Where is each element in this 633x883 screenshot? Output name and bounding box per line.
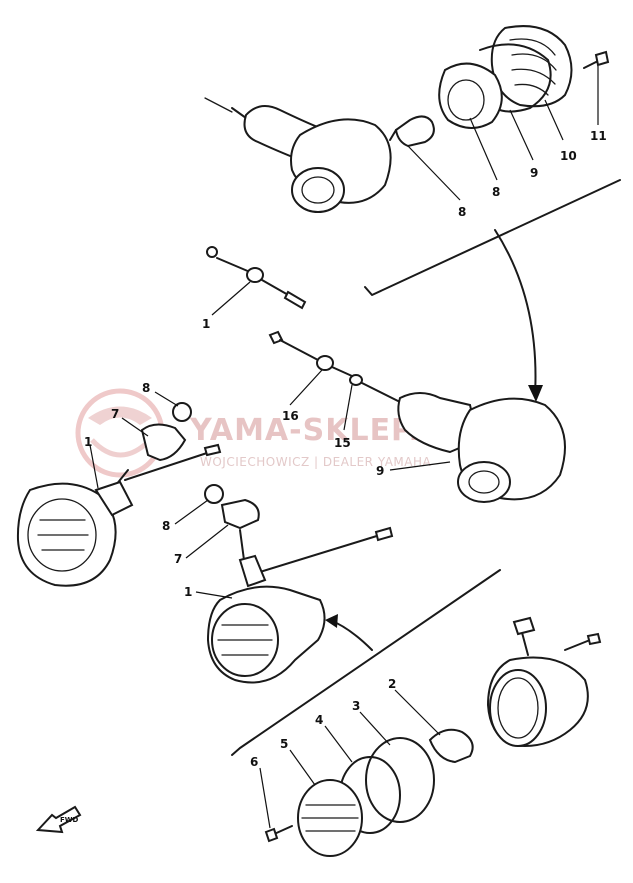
wire-1 — [206, 246, 307, 310]
callout-16: 16 — [282, 409, 299, 423]
callout-14: 11 — [590, 129, 607, 143]
callout-15: 15 — [334, 436, 351, 450]
callout-12: 9 — [530, 166, 538, 180]
callout-8-upper: 8 — [142, 381, 150, 395]
callout-5: 5 — [280, 737, 288, 751]
callout-3: 3 — [352, 699, 360, 713]
top-turn-signal-housing — [204, 97, 392, 213]
callout-2: 2 — [388, 677, 396, 691]
callout-7-upper: 7 — [111, 407, 119, 421]
callout-1-left: 1 — [84, 435, 92, 449]
top-bracket — [364, 179, 621, 402]
callout-1-top: 1 — [202, 317, 210, 331]
callout-1-center: 1 — [184, 585, 192, 599]
callout-4: 4 — [315, 713, 323, 727]
bottom-right-housing — [486, 616, 602, 747]
callout-6: 6 — [250, 755, 258, 769]
middle-turn-signal-housing — [397, 392, 566, 503]
callouts: 8 8 9 10 11 1 16 15 9 8 7 1 8 — [84, 66, 607, 829]
wire-16-15 — [268, 330, 401, 403]
center-lamp-assembly — [204, 484, 394, 684]
callout-9: 9 — [376, 464, 384, 478]
bottom-lens-parts — [264, 728, 474, 857]
callout-7-lower: 7 — [174, 552, 182, 566]
callout-10: 8 — [458, 205, 466, 219]
watermark-sub-text: WOJCIECHOWICZ | DEALER YAMAHA — [200, 455, 432, 469]
top-lens-assembly — [389, 25, 610, 148]
front-marker-label: FWD — [60, 816, 79, 824]
arrow-left-icon — [35, 805, 82, 834]
callout-11: 8 — [492, 185, 500, 199]
front-direction-marker: FWD — [35, 805, 82, 834]
bottom-bracket — [231, 569, 501, 756]
callout-8-lower: 8 — [162, 519, 170, 533]
left-turn-signal-lamp — [16, 402, 222, 587]
callout-13: 10 — [560, 149, 577, 163]
